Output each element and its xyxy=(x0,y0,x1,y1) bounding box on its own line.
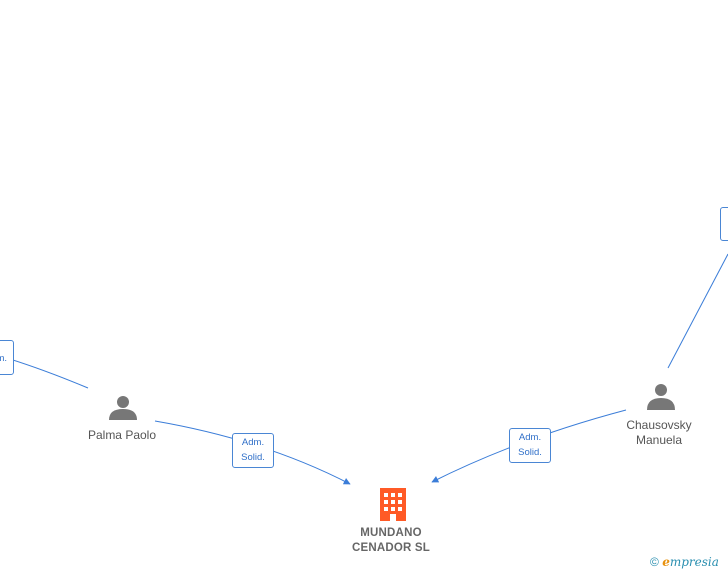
person-palma-label[interactable]: Palma Paolo xyxy=(87,428,157,442)
brand-logo: empresia xyxy=(662,555,719,569)
edge-chausovsky-company-badge[interactable]: Adm. Solid. xyxy=(509,428,551,463)
copyright-icon: © xyxy=(650,555,659,569)
edge-right-offscreen-line xyxy=(667,253,728,369)
company-building-icon[interactable] xyxy=(380,488,406,521)
edge-left-offscreen-badge[interactable]: m. xyxy=(0,340,14,375)
empresia-watermark: © empresia xyxy=(650,555,719,573)
edge-palma-company-badge[interactable]: Adm. Solid. xyxy=(232,433,274,468)
person-chausovsky-label[interactable]: Chausovsky Manuela xyxy=(626,418,692,447)
edge-right-offscreen-badge[interactable] xyxy=(720,207,728,241)
person-palma-icon[interactable] xyxy=(109,396,137,420)
person-chausovsky-icon[interactable] xyxy=(647,384,675,410)
company-name-label[interactable]: MUNDANO CENADOR SL xyxy=(351,527,431,554)
